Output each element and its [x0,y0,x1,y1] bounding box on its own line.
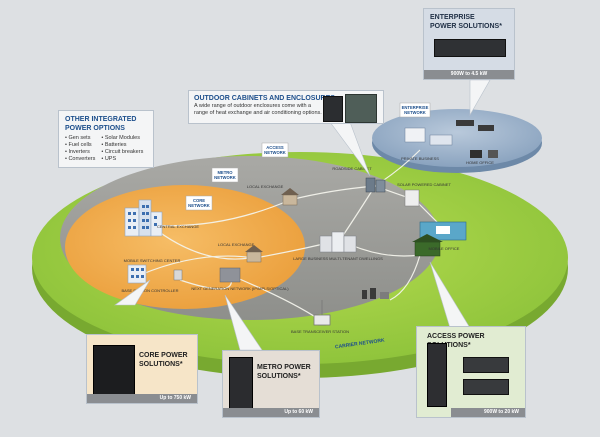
access-rack-image [427,343,447,407]
other-option-item: • UPS [101,156,117,162]
outdoor-desc-line2: range of heat exchange and air condition… [194,110,322,116]
metro-title-line2: SOLUTIONS* [257,373,301,380]
other-option-item: • Batteries [101,142,127,148]
outdoor-cabinet-image-1 [323,96,343,122]
other-option-item: • Solar Modules [101,135,140,141]
enterprise-platform [372,109,542,167]
access-shelf-image-1 [463,357,509,373]
label-next-gen: NEXT GENERATION NETWORK (IP/MPLS/OPTICAL… [191,286,289,291]
label-base-station: BASE STATION CONTROLLER [122,288,179,293]
label-base-transceiver: BASE TRANSCEIVER STATION [291,329,349,334]
enterprise-range: 900W to 4.5 kW [424,70,514,79]
outdoor-cabinets-panel: OUTDOOR CABINETS AND ENCLOSURES A wide r… [188,90,384,124]
tag-access-network: ACCESS NETWORK [261,142,289,158]
other-option-item: • Circuit breakers [101,149,144,155]
label-home-office: HOME OFFICE [466,160,494,165]
tag-metro-network-line2: NETWORK [214,175,236,180]
exchange-houses [173,188,299,283]
access-title: ACCESS POWER SOLUTIONS* [427,333,485,349]
label-mobile-switching: MOBILE SWITCHING CENTER [124,258,181,263]
label-mobile-office: MOBILE OFFICE [429,246,460,251]
tag-enterprise-network-line1: ENTERPRISE [402,105,429,110]
core-title-line2: SOLUTIONS* [139,361,183,368]
access-range: 900W to 20 kW [451,408,525,417]
other-options-col2: • Solar Modules • Batteries • Circuit br… [101,135,143,163]
tag-enterprise-network: ENTERPRISE NETWORK [399,102,431,118]
other-options-title-line1: OTHER INTEGRATED [65,116,137,123]
large-business-buildings [319,231,357,253]
label-local-exchange-2: LOCAL EXCHANGE [218,242,255,247]
metro-rack-image [229,357,253,413]
access-shelf-image-2 [463,379,509,395]
roadside-cabinets [365,177,420,207]
tag-access-network-line1: ACCESS [266,145,284,150]
access-callout: ACCESS POWER SOLUTIONS* 900W to 20 kW [416,326,526,418]
base-transceiver-tower [313,300,331,326]
core-callout: CORE POWER SOLUTIONS* Up to 750 kW [86,334,198,404]
mobile-switching-building [127,264,147,284]
enterprise-callout: ENTERPRISE POWER SOLUTIONS* 900W to 4.5 … [423,8,515,80]
tag-metro-network: METRO NETWORK [211,167,239,183]
other-options-panel: OTHER INTEGRATED POWER OPTIONS • Gen set… [58,110,154,168]
enterprise-title-line2: POWER SOLUTIONS* [430,23,502,30]
other-options-col1: • Gen sets • Fuel cells • Inverters • Co… [65,135,95,163]
tag-metro-network-line1: METRO [217,170,233,175]
outdoor-cabinet-image-2 [345,94,377,123]
mobile-office-van [412,221,467,257]
other-options-title-line2: POWER OPTIONS [65,125,125,132]
label-central-exchange: CENTRAL EXCHANGE [157,224,199,229]
label-solar-powered: SOLAR POWERED CABINET [397,182,451,187]
other-option-item: • Inverters [65,149,90,155]
label-large-business: LARGE BUSINESS MULTI-TENANT DWELLINGS [293,256,383,261]
tag-core-network: CORE NETWORK [185,195,213,211]
core-rack-image [93,345,135,397]
tag-core-network-line1: CORE [193,198,205,203]
metro-range: Up to 60 kW [223,408,319,417]
mobile-devices [362,288,389,299]
outdoor-title: OUTDOOR CABINETS AND ENCLOSURES [194,95,335,102]
outdoor-desc-line1: A wide range of outdoor enclosures come … [194,103,312,109]
enterprise-ups-image [434,39,506,57]
enterprise-title-line1: ENTERPRISE [430,14,475,21]
label-private-business: PRIVATE BUSINESS [401,156,439,161]
label-local-exchange: LOCAL EXCHANGE [247,184,284,189]
central-exchange-buildings [124,199,163,237]
tag-access-network-line2: NETWORK [264,150,286,155]
other-option-item: • Converters [65,156,96,162]
other-option-item: • Fuel cells [65,142,92,148]
callout-pointers [114,79,491,351]
enterprise-equipment [404,120,498,158]
tag-enterprise-network-line2: NETWORK [404,110,426,115]
metro-callout: METRO POWER SOLUTIONS* Up to 60 kW [222,350,320,418]
metro-title-line1: METRO POWER [257,364,311,371]
core-range: Up to 750 kW [87,394,197,403]
core-title-line1: CORE POWER [139,352,188,359]
tag-core-network-line2: NETWORK [188,203,210,208]
label-roadside-cabinet: ROADSIDE CABINET [332,166,372,171]
other-option-item: • Gen sets [65,135,91,141]
